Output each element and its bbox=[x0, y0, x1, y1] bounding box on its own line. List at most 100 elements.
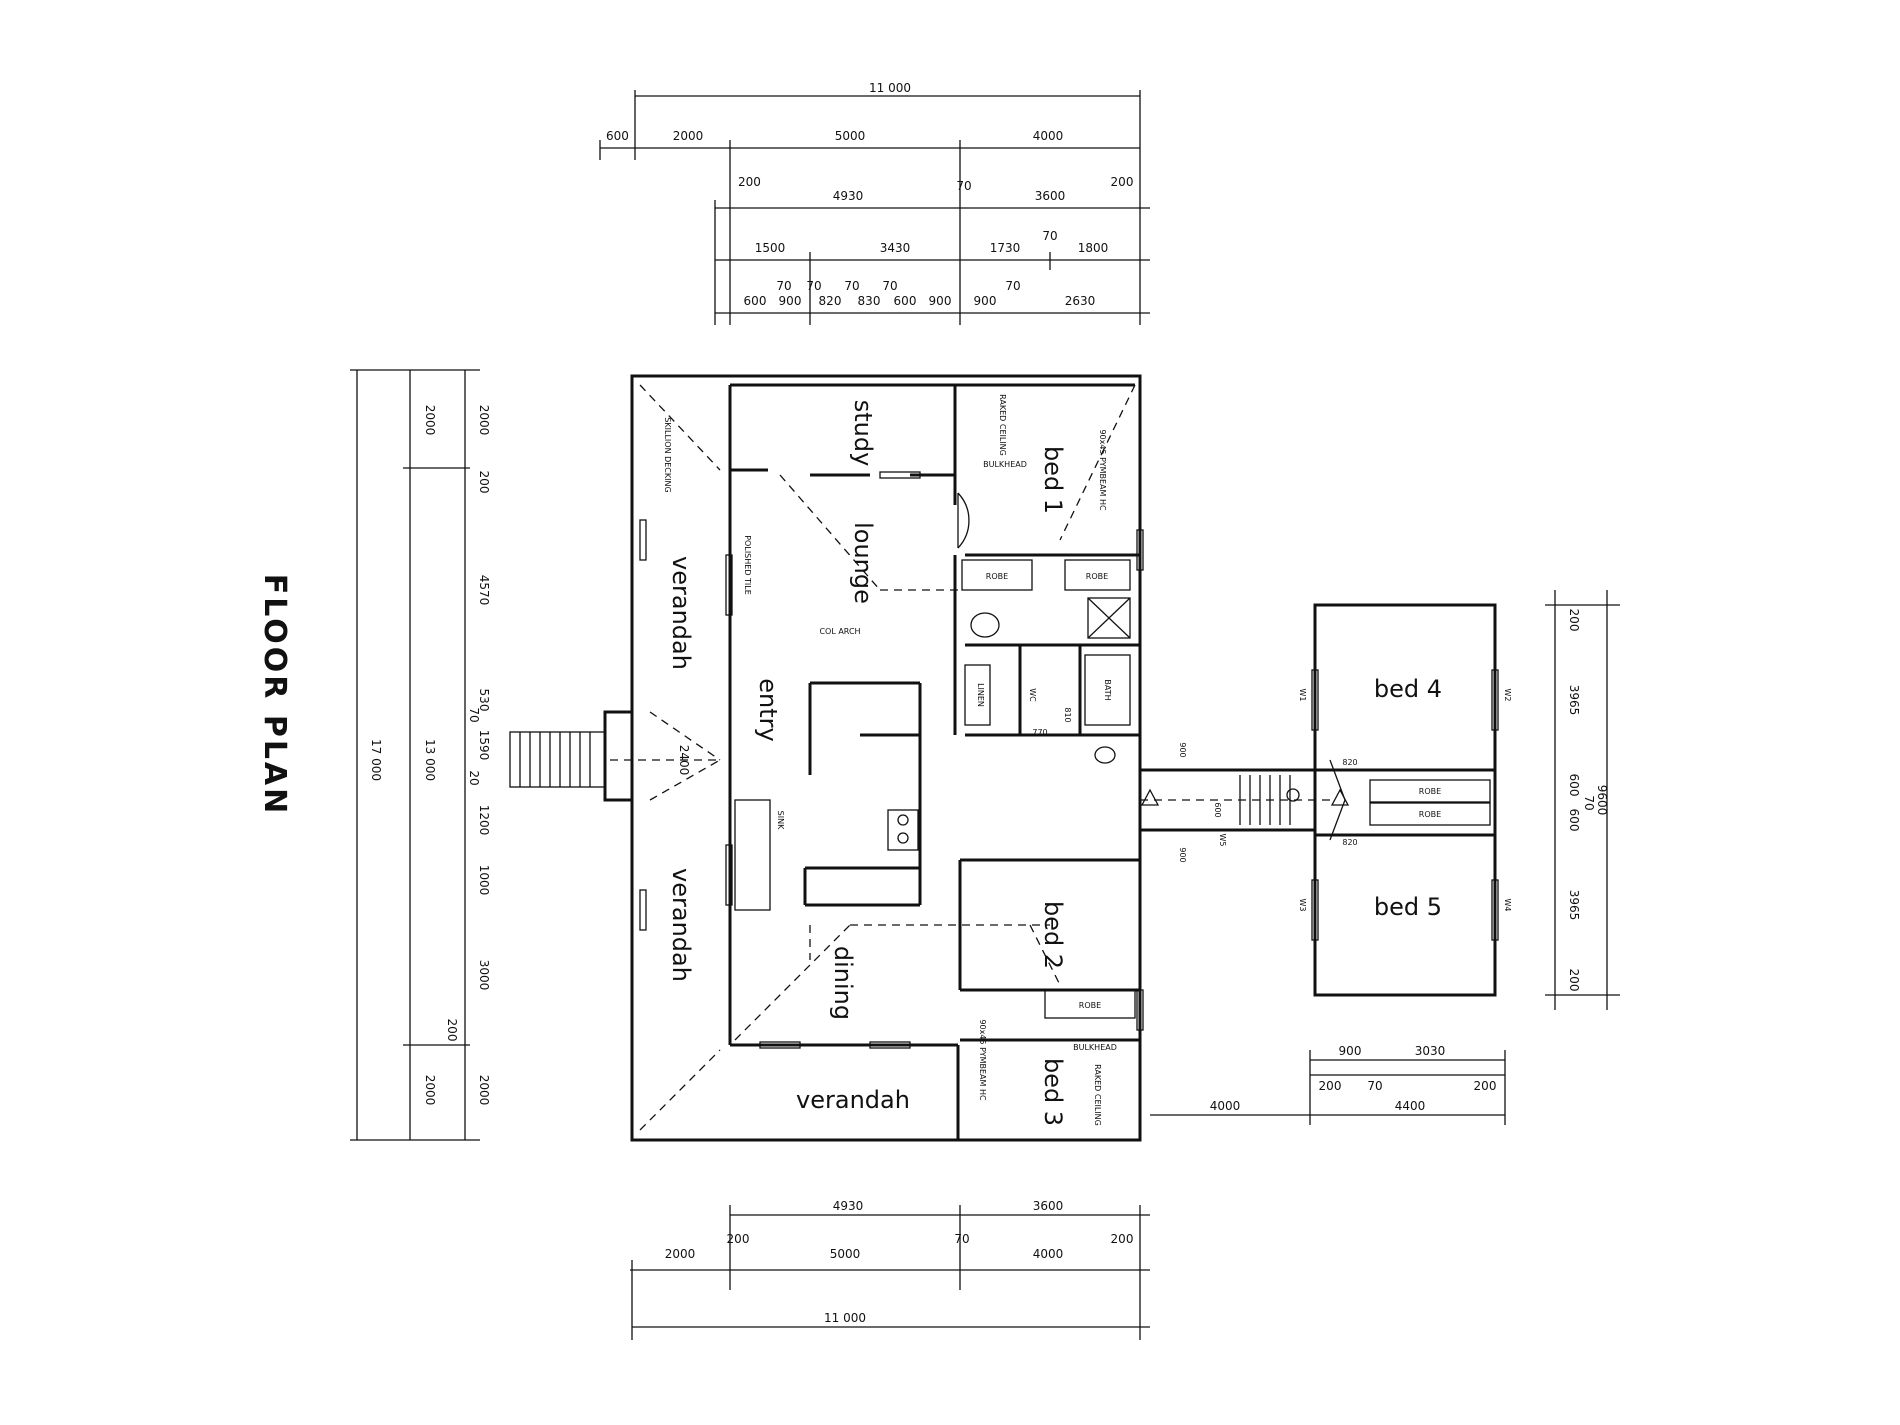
right-wing-walls bbox=[1140, 603, 1497, 997]
dim-right-p2: 600 bbox=[1567, 774, 1581, 797]
room-entry: entry bbox=[754, 678, 782, 741]
room-verandah-top: verandah bbox=[667, 556, 695, 670]
dim-left-a9: 3000 bbox=[477, 960, 491, 991]
room-verandah-bottom: verandah bbox=[796, 1086, 910, 1114]
dim-top-r4-i: 70 bbox=[882, 279, 897, 293]
dim-left-a10: 200 bbox=[445, 1019, 459, 1042]
label-d900b: 900 bbox=[1178, 847, 1187, 862]
label-col-arch: COL ARCH bbox=[819, 627, 860, 636]
dim-top-r4-k: 900 bbox=[974, 294, 997, 308]
dim-top-r3-c: 1730 bbox=[990, 241, 1021, 255]
dim-top-r1-c: 5000 bbox=[835, 129, 866, 143]
label-pymbeam-bottom: 90x45 PYMBEAM HC bbox=[978, 1019, 987, 1101]
dim-top-r4-g: 70 bbox=[844, 279, 859, 293]
label-bath: BATH bbox=[1103, 679, 1112, 700]
dim-top-r3-b: 3430 bbox=[880, 241, 911, 255]
dim-top-r2-a: 200 bbox=[738, 175, 761, 189]
dim-wing-r2-c: 200 bbox=[1474, 1079, 1497, 1093]
dim-right-p5: 3965 bbox=[1567, 890, 1581, 921]
room-labels: study bed 1 lounge verandah entry verand… bbox=[667, 400, 1442, 1126]
dim-left-a6: 20 bbox=[467, 770, 481, 785]
dim-bottom-r2-f: 200 bbox=[1111, 1232, 1134, 1246]
dim-top-r4-l: 70 bbox=[1005, 279, 1020, 293]
label-wing-w2: W2 bbox=[1503, 689, 1512, 702]
dim-left-a8: 1000 bbox=[477, 865, 491, 896]
wing-bottom-dimensions: 900 3030 200 70 200 4000 4400 bbox=[1150, 1044, 1506, 1125]
dim-top-r4-b: 900 bbox=[779, 294, 802, 308]
label-robe-bed2: ROBE bbox=[1079, 1001, 1101, 1010]
dim-top-r1-d: 4000 bbox=[1033, 129, 1064, 143]
dim-right-p0: 200 bbox=[1567, 609, 1581, 632]
dim-right-overall: 9600 bbox=[1595, 785, 1609, 816]
dim-wing-r2-b: 70 bbox=[1367, 1079, 1382, 1093]
dim-right-p6: 200 bbox=[1567, 969, 1581, 992]
dim-bottom-r2-d: 70 bbox=[954, 1232, 969, 1246]
dim-top-r4-m: 2630 bbox=[1065, 294, 1096, 308]
label-wing-w4: W4 bbox=[1503, 899, 1512, 912]
label-robe-wing-1: ROBE bbox=[1419, 787, 1441, 796]
label-skillion: SKILLION DECKING bbox=[663, 417, 672, 492]
dim-left-a3: 530 bbox=[477, 689, 491, 712]
dim-right-p4: 600 bbox=[1567, 809, 1581, 832]
label-wc: WC bbox=[1028, 688, 1037, 702]
dim-top-r4-j: 900 bbox=[929, 294, 952, 308]
label-bulkhead-top: BULKHEAD bbox=[983, 460, 1027, 469]
dim-top-r1-b: 2000 bbox=[673, 129, 704, 143]
dim-wing-r3-b: 4400 bbox=[1395, 1099, 1426, 1113]
dim-top-r4-e: 70 bbox=[806, 279, 821, 293]
dim-top-r2-e: 200 bbox=[1111, 175, 1134, 189]
dim-right-p3: 70 bbox=[1582, 795, 1596, 810]
bottom-dimensions: 4930 3600 2000 200 5000 70 4000 200 11 0… bbox=[630, 1199, 1150, 1340]
dim-left-a1: 200 bbox=[477, 471, 491, 494]
dim-wing-r2-a: 200 bbox=[1319, 1079, 1342, 1093]
window-marks bbox=[639, 471, 1499, 1049]
label-linen: LINEN bbox=[976, 683, 985, 707]
fixture-labels: ROBE ROBE ROBE ROBE ROBE BATH LINEN WC B… bbox=[663, 394, 1512, 1126]
room-bed2: bed 2 bbox=[1039, 901, 1067, 969]
dim-top-r2-c: 70 bbox=[956, 179, 971, 193]
dim-bottom-r1-b: 3600 bbox=[1033, 1199, 1064, 1213]
label-d810: 810 bbox=[1063, 707, 1072, 722]
room-bed5: bed 5 bbox=[1374, 893, 1442, 921]
dim-top-r3-a: 1500 bbox=[755, 241, 786, 255]
label-wing-w3: W3 bbox=[1298, 899, 1307, 912]
room-bed4: bed 4 bbox=[1374, 675, 1442, 703]
room-bed3: bed 3 bbox=[1039, 1058, 1067, 1126]
dim-left-a0: 2000 bbox=[477, 405, 491, 436]
right-dimensions: 9600 200 3965 600 70 600 3965 200 bbox=[1545, 590, 1620, 1010]
label-polished: POLISHED TILE bbox=[743, 535, 752, 595]
dim-top-r4-c: 70 bbox=[776, 279, 791, 293]
dim-bottom-r2-a: 2000 bbox=[665, 1247, 696, 1261]
dim-left-a5: 1590 bbox=[477, 730, 491, 761]
dim-top-r4-a: 600 bbox=[744, 294, 767, 308]
dim-left-b-bottom: 2000 bbox=[423, 1075, 437, 1106]
label-d820-top: 820 bbox=[1342, 758, 1357, 767]
label-robe-bed1-left: ROBE bbox=[986, 572, 1008, 581]
dim-left-a4: 70 bbox=[467, 707, 481, 722]
dim-bottom-r2-b: 200 bbox=[727, 1232, 750, 1246]
dim-top-r1-a: 600 bbox=[606, 129, 629, 143]
dim-left-a11: 2000 bbox=[477, 1075, 491, 1106]
ramp-dim: 2400 bbox=[677, 745, 691, 776]
dim-top-r3-e: 1800 bbox=[1078, 241, 1109, 255]
label-robe-bed1-right: ROBE bbox=[1086, 572, 1108, 581]
label-d820-bottom: 820 bbox=[1342, 838, 1357, 847]
dim-wing-r1-a: 900 bbox=[1339, 1044, 1362, 1058]
room-verandah-mid: verandah bbox=[667, 868, 695, 982]
left-dimensions: 17 000 13 000 2000 2000 2000 200 4570 53… bbox=[350, 369, 491, 1141]
dim-top-r3-d: 70 bbox=[1042, 229, 1057, 243]
dim-wing-r3-a: 4000 bbox=[1210, 1099, 1241, 1113]
dim-bottom-overall: 11 000 bbox=[824, 1311, 866, 1325]
dim-left-overall: 17 000 bbox=[369, 739, 383, 781]
dim-top-r4-f: 830 bbox=[858, 294, 881, 308]
label-d770: 770 bbox=[1032, 728, 1047, 737]
dim-wing-r1-b: 3030 bbox=[1415, 1044, 1446, 1058]
dim-top-r2-d: 3600 bbox=[1035, 189, 1066, 203]
dim-bottom-r1-a: 4930 bbox=[833, 1199, 864, 1213]
dim-bottom-r2-c: 5000 bbox=[830, 1247, 861, 1261]
room-lounge: lounge bbox=[849, 522, 877, 604]
dim-top-r4-h: 600 bbox=[894, 294, 917, 308]
label-d900a: 900 bbox=[1178, 742, 1187, 757]
room-bed1: bed 1 bbox=[1039, 446, 1067, 514]
